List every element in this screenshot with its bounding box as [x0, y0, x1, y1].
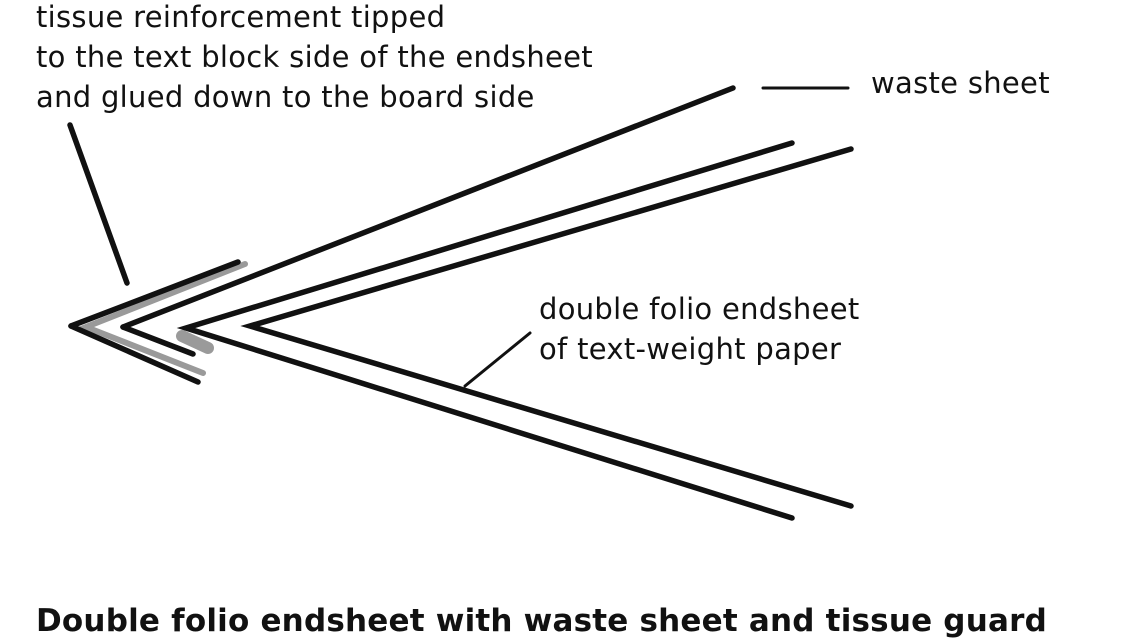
outer-folio-bottom: [68, 323, 201, 385]
tissue-reinforcement-label: tissue reinforcement tipped to the text …: [36, 0, 593, 117]
waste-sheet-label: waste sheet: [871, 66, 1050, 100]
folio-two: [240, 146, 854, 509]
tissue-label-line-3: and glued down to the board side: [36, 80, 535, 114]
tissue-label-line-2: to the text block side of the endsheet: [36, 40, 593, 74]
folio-label-line-1: double folio endsheet: [539, 292, 860, 326]
double-folio-label: double folio endsheet of text-weight pap…: [539, 289, 860, 369]
folio-one: [176, 140, 795, 521]
folio-label-line-2: of text-weight paper: [539, 332, 842, 366]
outer-folio-top: [68, 259, 241, 329]
waste-sheet-bottom: [120, 324, 196, 357]
diagram-caption: Double folio endsheet with waste sheet a…: [36, 603, 1047, 639]
leader-folio: [463, 331, 532, 388]
tissue-glue-strip: [176, 330, 214, 354]
tissue-label-line-1: tissue reinforcement tipped: [36, 0, 446, 34]
waste-sheet-top: [120, 85, 736, 330]
leader-tissue: [67, 122, 130, 286]
tissue-reinforcement: [77, 261, 248, 376]
